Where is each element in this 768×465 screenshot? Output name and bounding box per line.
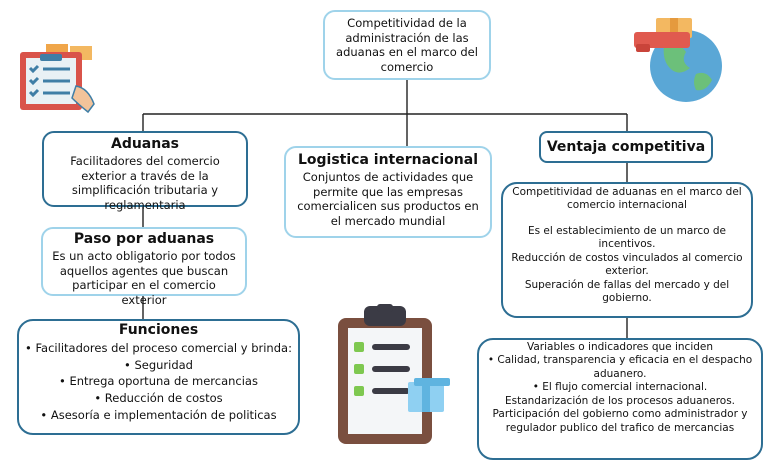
funciones-item: Asesoría e implementación de politicas	[23, 407, 294, 424]
root-node: Competitividad de la administración de l…	[323, 10, 491, 80]
variables-b1: Calidad, transparencia y eficacia en el …	[484, 354, 756, 381]
funciones-list: Facilitadores del proceso comercial y br…	[23, 340, 294, 423]
variables-l4: Participación del gobierno como administ…	[492, 408, 748, 434]
globe-cargo-icon	[634, 18, 722, 102]
competitividad-p3: Superación de fallas del mercado y del g…	[524, 278, 730, 305]
ventaja-node: Ventaja competitiva	[539, 131, 713, 163]
funciones-item: Seguridad	[23, 357, 294, 374]
funciones-title: Funciones	[118, 322, 199, 338]
variables-l3: Estandarización de los procesos aduanero…	[504, 394, 736, 407]
aduanas-text: Facilitadores del comercio exterior a tr…	[70, 153, 220, 213]
paso-text: Es un acto obligatorio por todos aquello…	[52, 248, 236, 308]
competitividad-title: Competitividad de aduanas en el marco de…	[512, 186, 742, 212]
paso-title: Paso por aduanas	[73, 231, 215, 247]
funciones-item: Facilitadores del proceso comercial y br…	[23, 340, 294, 357]
logistica-title: Logistica internacional	[297, 152, 478, 168]
clipboard-checklist-icon	[338, 304, 450, 444]
competitividad-p2: Reducción de costos vinculados al comerc…	[511, 251, 743, 278]
funciones-item: Reducción de costos	[23, 390, 294, 407]
variables-b2: El flujo comercial internacional.	[484, 381, 756, 394]
ventaja-title: Ventaja competitiva	[546, 139, 706, 155]
competitividad-node: Competitividad de aduanas en el marco de…	[501, 182, 753, 318]
aduanas-title: Aduanas	[110, 136, 180, 152]
funciones-node: Funciones Facilitadores del proceso come…	[17, 319, 300, 435]
variables-node: Variables o indicadores que inciden Cali…	[477, 338, 763, 460]
funciones-item: Entrega oportuna de mercancias	[23, 373, 294, 390]
paso-node: Paso por aduanas Es un acto obligatorio …	[41, 227, 247, 307]
variables-title: Variables o indicadores que inciden	[526, 341, 714, 353]
root-text: Competitividad de la administración de l…	[336, 16, 478, 75]
aduanas-node: Aduanas Facilitadores del comercio exter…	[42, 131, 248, 212]
logistica-text: Conjuntos de actividades que permite que…	[297, 169, 479, 229]
logistica-node: Logistica internacional Conjuntos de act…	[284, 146, 492, 238]
competitividad-p1: Es el establecimiento de un marco de inc…	[527, 224, 727, 251]
checklist-board-icon	[20, 44, 95, 114]
